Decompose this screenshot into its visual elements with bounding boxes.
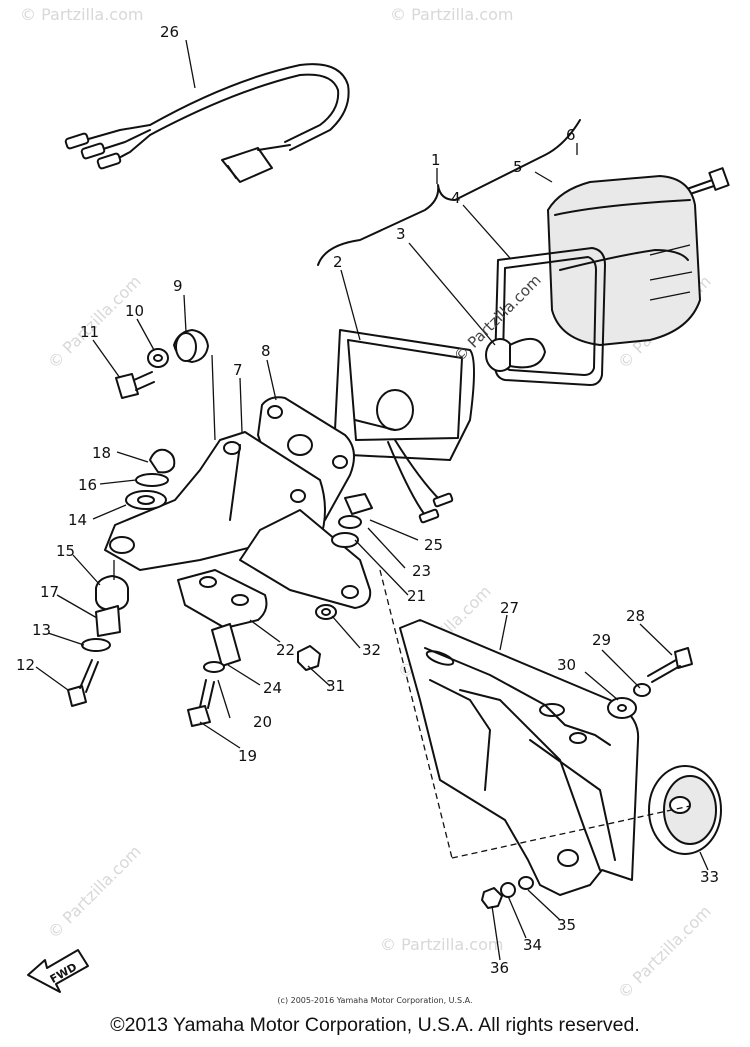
fwd-arrow: FWD	[27, 949, 89, 993]
part-label: 2	[333, 253, 343, 271]
part-label: 15	[56, 542, 75, 560]
part-label: 11	[80, 323, 99, 341]
watermark: © Partzilla.com	[44, 272, 145, 373]
part-label: 9	[173, 277, 183, 295]
part-label: 21	[407, 587, 426, 605]
license-plate-bracket	[399, 619, 640, 896]
part-label: 19	[238, 747, 257, 765]
cap-washers	[125, 448, 176, 510]
part-label: 8	[261, 342, 271, 360]
copyright-small: (c) 2005-2016 Yamaha Motor Corporation, …	[277, 996, 473, 1005]
part-label: 4	[451, 189, 461, 207]
lamp-base	[334, 329, 475, 524]
rubber-pad	[177, 569, 268, 629]
watermark: © Partzilla.com	[614, 902, 715, 1003]
taillight-lens	[547, 175, 701, 346]
part-label: 31	[326, 677, 345, 695]
grommet-washer-bolt	[115, 329, 216, 441]
leader-lines	[35, 39, 709, 961]
nut-washers	[331, 493, 373, 548]
part-label: 25	[424, 536, 443, 554]
part-label: 32	[362, 641, 381, 659]
nuts-lower	[297, 604, 337, 671]
bolt-washers-right	[607, 647, 693, 719]
part-label: 33	[700, 868, 719, 886]
watermark: © Partzilla.com	[44, 842, 145, 943]
part-label: 35	[557, 916, 576, 934]
watermark: © Partzilla.com	[380, 935, 503, 954]
small-washers	[481, 876, 534, 909]
part-label: 20	[253, 713, 272, 731]
part-label: 36	[490, 959, 509, 977]
part-label: 28	[626, 607, 645, 625]
part-label: 13	[32, 621, 51, 639]
part-label: 27	[500, 599, 519, 617]
part-label: 6	[566, 126, 576, 144]
lower-mount	[67, 560, 129, 707]
collar-bolt	[187, 623, 241, 727]
watermark: © Partzilla.com	[20, 5, 143, 24]
assembly-bracket	[317, 119, 581, 266]
part-label: 30	[557, 656, 576, 674]
part-label: 29	[592, 631, 611, 649]
part-label: 7	[233, 361, 243, 379]
watermark: © Partzilla.com	[390, 5, 513, 24]
part-label: 16	[78, 476, 97, 494]
part-label: 22	[276, 641, 295, 659]
part-labels: 26 1 6 5 4 3 2 9 10 11 8 7 18 16 14 15 1…	[16, 23, 719, 977]
part-label: 34	[523, 936, 542, 954]
part-label: 10	[125, 302, 144, 320]
part-label: 5	[513, 158, 523, 176]
part-label: 3	[396, 225, 406, 243]
part-label: 23	[412, 562, 431, 580]
reflector	[648, 765, 722, 855]
part-label: 1	[431, 151, 441, 169]
bulb	[485, 337, 546, 372]
wiring-harness	[64, 63, 350, 183]
part-label: 12	[16, 656, 35, 674]
part-label: 14	[68, 511, 87, 529]
part-label: 18	[92, 444, 111, 462]
main-bracket	[104, 431, 372, 609]
copyright-main: ©2013 Yamaha Motor Corporation, U.S.A. A…	[110, 1014, 640, 1036]
part-label: 26	[160, 23, 179, 41]
part-label: 24	[263, 679, 282, 697]
part-label: 17	[40, 583, 59, 601]
